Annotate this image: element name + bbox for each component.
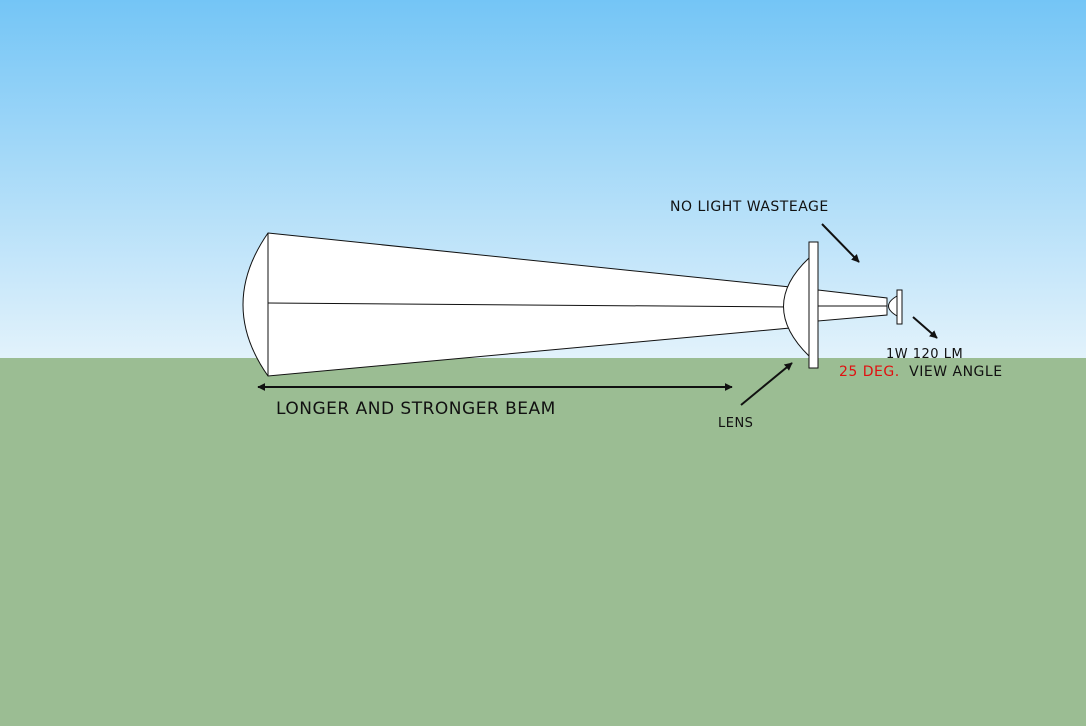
lens-dome [783,256,810,358]
ground [0,358,1086,726]
no-wastage-arrow [821,223,860,263]
view-angle-line: 25 DEG. VIEW ANGLE [839,364,1003,380]
led-arrow [912,316,938,339]
led-power-label: 1W 120 LM [886,347,963,362]
beam-label: LONGER AND STRONGER BEAM [276,399,556,419]
led-base [896,289,903,325]
no-light-wastage-label: NO LIGHT WASTEAGE [670,199,829,215]
beam-center-axis [267,302,791,308]
view-angle-value: 25 DEG. [839,364,900,380]
lens-arrow [740,362,793,406]
view-angle-text: VIEW ANGLE [909,364,1002,380]
lens-plate [808,241,819,369]
lens-label: LENS [718,416,753,431]
